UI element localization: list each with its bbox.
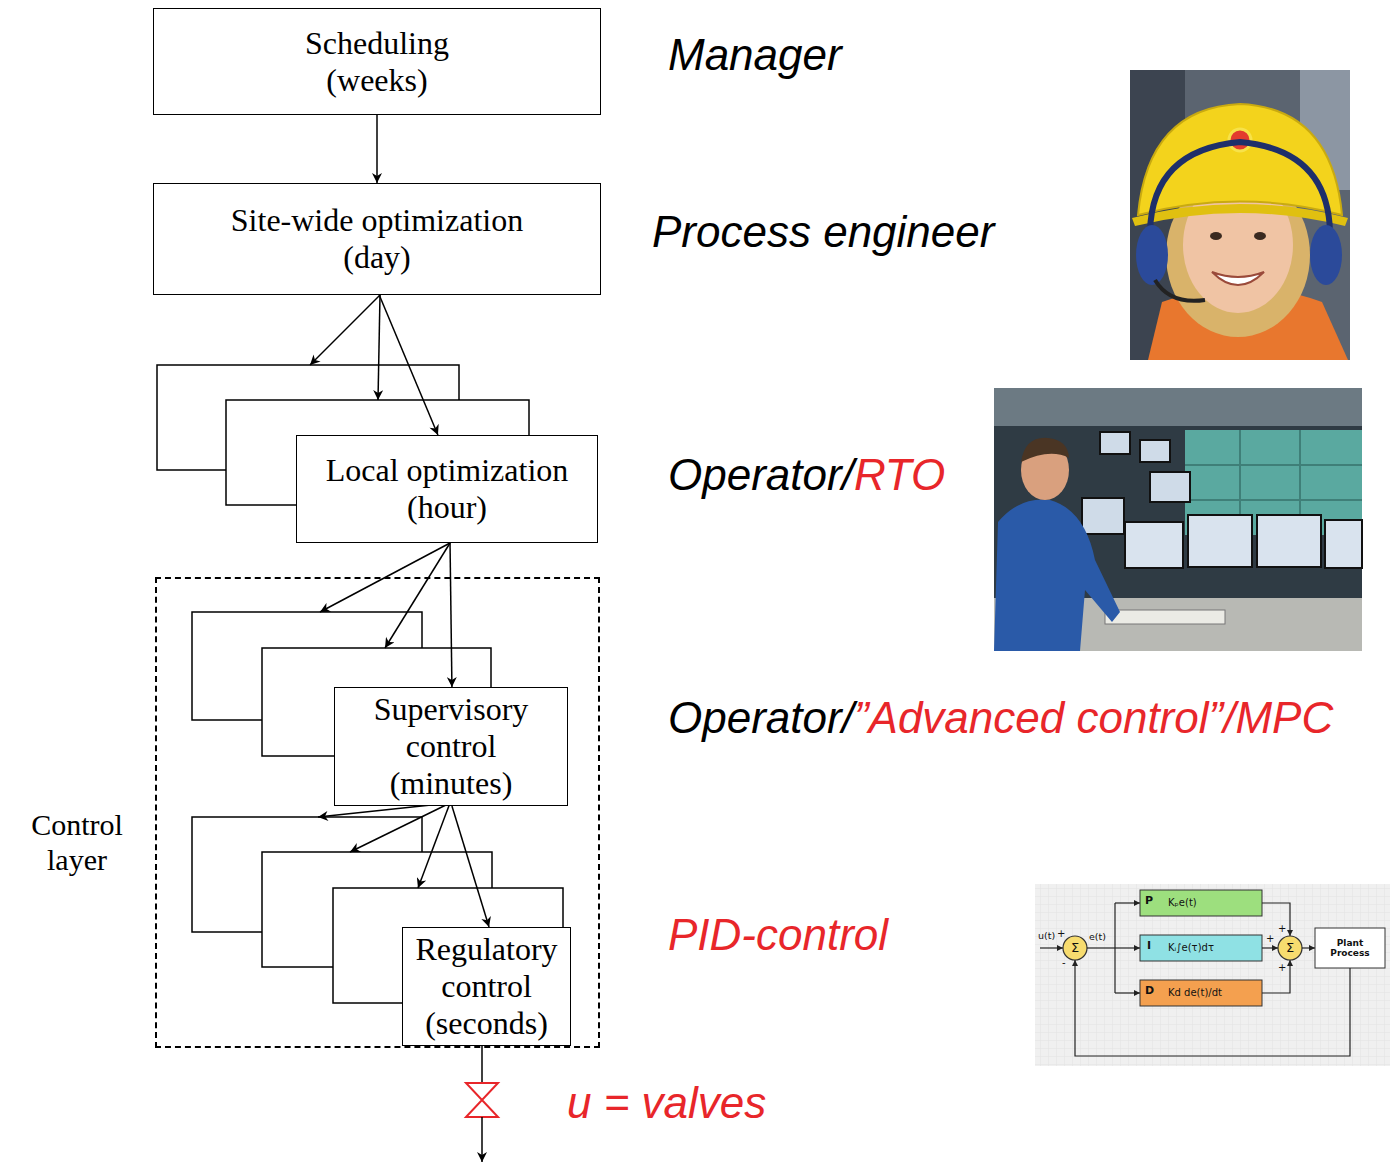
box-text: Supervisory control (minutes) <box>354 691 549 801</box>
i-block <box>1140 935 1262 961</box>
role-label: Operator/ <box>668 450 854 501</box>
sign-symbol: + <box>1278 923 1286 935</box>
hard-hat <box>1138 104 1342 215</box>
signal-line <box>1262 947 1278 948</box>
signal-line <box>1115 902 1140 903</box>
control-room-photo <box>994 388 1362 651</box>
photo-background <box>994 388 1362 651</box>
hat-brim <box>1132 204 1348 226</box>
eye <box>1254 232 1266 240</box>
block-formula: Kₚe(t) <box>1168 897 1197 909</box>
process-box: Regulatory control (seconds) <box>402 927 571 1046</box>
figure-background <box>1035 884 1390 1066</box>
ceiling <box>994 388 1362 426</box>
role-label: Operator/ <box>668 693 854 744</box>
flow-arrow <box>452 806 489 927</box>
output-line <box>481 1117 483 1162</box>
ear-cup <box>1310 225 1342 285</box>
block-letter: I <box>1147 940 1151 953</box>
monitor <box>1257 515 1321 567</box>
flow-arrow <box>379 295 438 435</box>
signal-line <box>1115 947 1140 948</box>
layer-region: Control layerSupervisory control (minute… <box>155 577 600 1048</box>
sign-symbol: + <box>1278 962 1286 974</box>
block-letter: P <box>1145 895 1153 908</box>
block-formula: Kd de(t)/dt <box>1168 987 1222 999</box>
sign-symbol: - <box>1062 957 1066 969</box>
box-text: Scheduling (weeks) <box>267 25 487 99</box>
monitor <box>1188 515 1252 567</box>
microphone <box>1155 280 1205 301</box>
pid-block-diagram <box>1035 884 1390 1066</box>
valve-symbol <box>466 1083 498 1117</box>
fanout-arrow <box>310 295 380 365</box>
signal-line <box>1262 960 1290 993</box>
block-formula: Kᵢ∫e(τ)dτ <box>1168 942 1214 954</box>
role-label: Process engineer <box>652 207 994 258</box>
plant-label: Plant Process <box>1324 938 1376 959</box>
method-label: ”Advanced control”/MPC <box>854 693 1333 744</box>
signal-line <box>1302 947 1315 948</box>
flow-arrow <box>450 543 452 687</box>
monitor <box>1082 498 1124 534</box>
flow-arrow <box>376 115 378 183</box>
signal-name: e(t) <box>1089 932 1106 943</box>
signal-label: u = valves <box>567 1078 766 1129</box>
block-letter: D <box>1145 985 1154 998</box>
sum-symbol: Σ <box>1286 941 1294 956</box>
operator-shirt <box>994 499 1120 651</box>
p-block <box>1140 890 1262 916</box>
figure-grid <box>1035 884 1390 1066</box>
feedback-line <box>1075 960 1350 1056</box>
sum-junction <box>1063 936 1087 960</box>
monitor <box>1325 520 1362 568</box>
fanout-arrow <box>418 803 450 888</box>
monitor <box>1140 440 1170 462</box>
box-text: Regulatory control (seconds) <box>409 931 564 1041</box>
monitor <box>1150 472 1190 502</box>
sum-junction <box>1278 936 1302 960</box>
method-label: PID-control <box>668 910 888 961</box>
process-box: Site-wide optimization (day) <box>153 183 601 295</box>
process-box: Supervisory control (minutes) <box>334 687 568 806</box>
fanout-arrow <box>378 295 380 400</box>
headset-band <box>1150 142 1330 232</box>
process-box: Local optimization (hour) <box>296 435 598 543</box>
signal-name: u(t) <box>1038 931 1055 942</box>
monitor <box>1125 522 1183 568</box>
photo-background <box>1130 70 1350 360</box>
signal-line <box>1040 947 1063 948</box>
role-label: Manager <box>668 30 842 81</box>
smile <box>1212 272 1264 285</box>
signal-line <box>1262 903 1290 936</box>
process-box: Scheduling (weeks) <box>153 8 601 115</box>
ear-cup <box>1136 225 1168 285</box>
operator-hair <box>1021 438 1069 462</box>
sign-symbol: + <box>1266 933 1274 945</box>
fanout-arrow <box>385 543 450 648</box>
keyboard <box>1105 610 1225 624</box>
engineer-photo <box>1130 70 1350 360</box>
method-label: RTO <box>854 450 945 501</box>
sum-symbol: Σ <box>1071 941 1079 956</box>
sign-symbol: + <box>1057 928 1065 940</box>
box-text: Site-wide optimization (day) <box>212 202 542 276</box>
box-text: Local optimization (hour) <box>310 452 585 526</box>
plant-block <box>1315 928 1385 968</box>
region-heading: Control layer <box>22 808 132 877</box>
eye <box>1210 232 1222 240</box>
d-block <box>1140 980 1262 1006</box>
signal-line <box>1115 992 1140 993</box>
output-line <box>481 1043 483 1083</box>
signal-line <box>1087 947 1115 948</box>
monitor <box>1100 432 1130 454</box>
